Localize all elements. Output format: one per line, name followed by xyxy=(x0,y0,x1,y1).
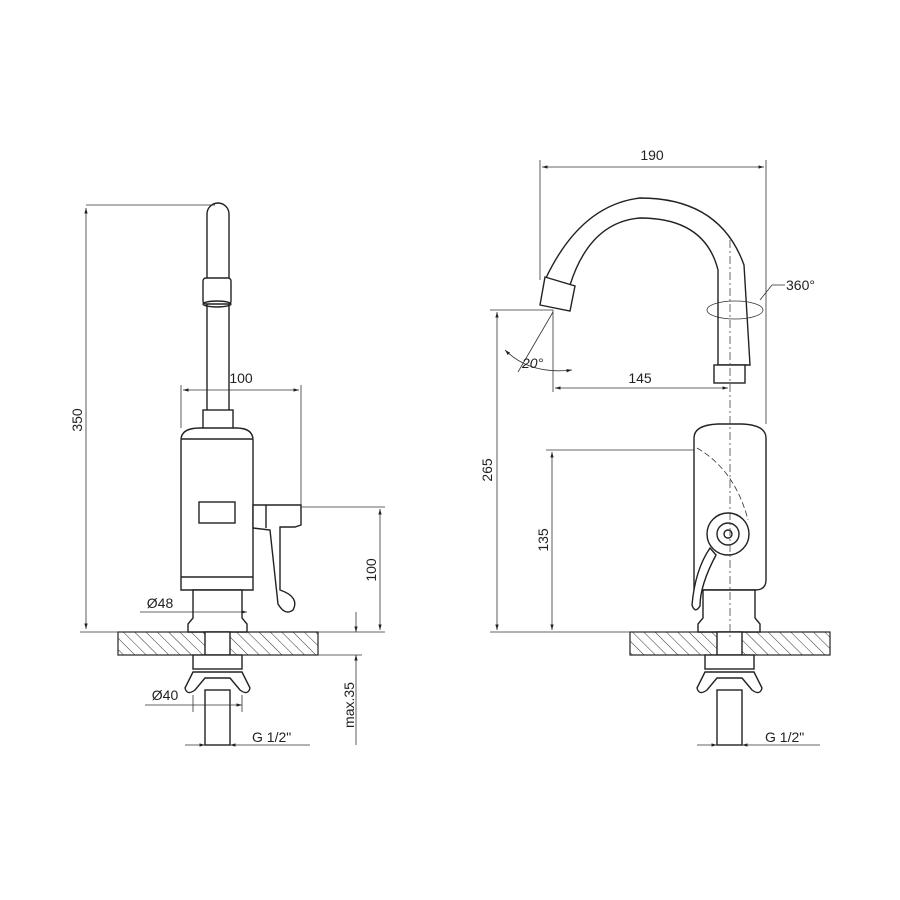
spout-ring xyxy=(202,277,232,305)
display xyxy=(198,501,236,524)
wing-nut xyxy=(184,671,251,694)
fixing-nut xyxy=(704,654,755,670)
wing-nut xyxy=(696,671,763,694)
thread-upper xyxy=(204,631,231,656)
base-stem xyxy=(187,589,248,633)
side-view: 350 100 100 Ø48 Ø40 G 1/2" max.35 xyxy=(69,202,385,747)
handle-pivot xyxy=(723,529,733,539)
dim-height-total: 350 xyxy=(69,408,85,432)
dim-nut-diameter: Ø40 xyxy=(152,687,179,703)
dim-handle-height: 100 xyxy=(363,558,379,582)
front-view: 190 360° 145 20° 265 135 G 1/2" xyxy=(479,147,831,747)
dim-rotation: 360° xyxy=(786,277,815,293)
handle-hub xyxy=(706,512,750,556)
thread-lower xyxy=(716,689,743,746)
swivel-spout xyxy=(543,197,751,366)
handle-hub-ring xyxy=(716,522,740,546)
thread-lower xyxy=(204,689,231,746)
dim-spout-angle: 20° xyxy=(521,355,544,371)
dim-thread: G 1/2" xyxy=(765,729,804,745)
lever xyxy=(691,546,717,611)
heater-body xyxy=(180,427,254,591)
base-stem xyxy=(697,589,761,633)
dim-base-diameter: Ø48 xyxy=(147,595,174,611)
dim-body-width: 100 xyxy=(229,370,253,386)
dim-total-width: 190 xyxy=(640,147,664,163)
rotation-arrow xyxy=(706,300,764,320)
fixing-nut xyxy=(192,654,243,670)
dim-handle-height: 135 xyxy=(535,528,551,552)
ring-edge xyxy=(202,300,232,308)
thread-upper xyxy=(716,631,743,656)
dim-max-thickness: max.35 xyxy=(341,682,357,728)
dim-spout-height: 265 xyxy=(479,458,495,482)
collar xyxy=(713,364,746,384)
dim-spout-reach: 145 xyxy=(628,370,652,386)
dim-thread: G 1/2" xyxy=(252,729,291,745)
handle xyxy=(252,504,302,613)
aerator xyxy=(539,276,576,312)
collar xyxy=(202,409,234,431)
